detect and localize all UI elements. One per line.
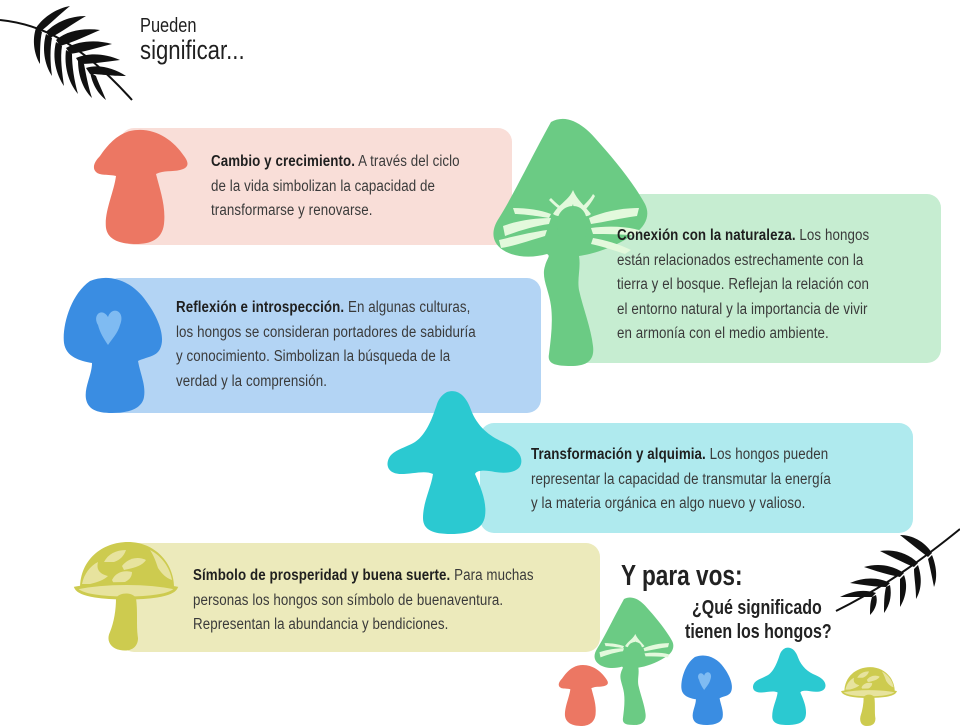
- card-cambio-text: Cambio y crecimiento. A través del ciclo…: [211, 153, 460, 219]
- card-reflexion-text: Reflexión e introspección. En algunas cu…: [176, 299, 476, 390]
- cyan-mushroom-icon: [387, 391, 522, 534]
- card-transformacion: [480, 423, 913, 533]
- cyan-mushroom-icon: [752, 647, 826, 725]
- card-transformacion-text: Transformación y alquimia. Los hongos pu…: [531, 446, 831, 512]
- green-mushroom-icon: [594, 597, 674, 725]
- header-title-line1: Pueden: [140, 15, 197, 37]
- card-conexion-text: Conexión con la naturaleza. Los hongos e…: [617, 227, 870, 342]
- card-cambio-title: Cambio y crecimiento.: [211, 153, 356, 170]
- question-line3: tienen los hongos?: [685, 621, 832, 643]
- card-conexion-title: Conexión con la naturaleza.: [617, 227, 796, 244]
- card-prosperidad: [120, 543, 600, 652]
- card-reflexion-title: Reflexión e introspección.: [176, 299, 345, 316]
- card-prosperidad-text: Símbolo de prosperidad y buena suerte. P…: [193, 567, 534, 633]
- blue-heart-mushroom-icon: [63, 277, 163, 413]
- card-prosperidad-title: Símbolo de prosperidad y buena suerte.: [193, 567, 451, 584]
- header-title-line2: significar...: [140, 35, 245, 65]
- green-mushroom-icon: [493, 118, 648, 366]
- card-transformacion-title: Transformación y alquimia.: [531, 446, 706, 463]
- question-line2: ¿Qué significado: [692, 597, 822, 619]
- olive-spotted-mushroom-icon: [73, 542, 179, 651]
- red-mushroom-icon: [93, 129, 188, 244]
- card-reflexion: [105, 278, 541, 413]
- palm-leaf-icon: [0, 6, 133, 101]
- card-cambio: [120, 128, 512, 245]
- olive-spotted-mushroom-icon: [841, 667, 897, 726]
- red-mushroom-icon: [558, 664, 608, 726]
- palm-leaf-icon: [835, 528, 960, 615]
- question-heading: Y para vos:: [621, 560, 743, 592]
- blue-heart-mushroom-icon: [681, 655, 732, 725]
